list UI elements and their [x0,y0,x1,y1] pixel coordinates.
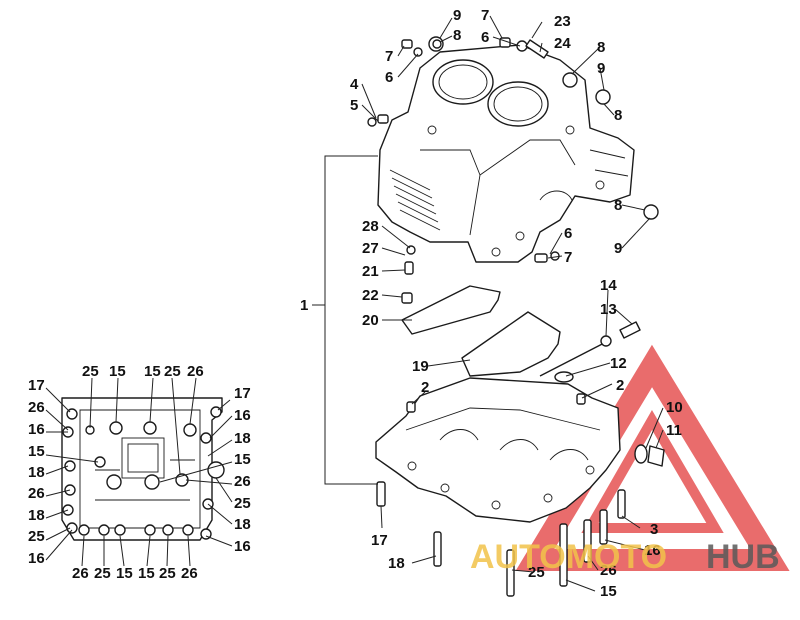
inset-callout: 15 [109,363,126,380]
inset-callout: 18 [28,464,45,481]
inset-callout: 15 [28,443,45,460]
inset-callout: 26 [28,399,45,416]
inset-callout: 17 [234,385,251,402]
callout-23: 23 [554,13,571,30]
inset-callout: 25 [28,528,45,545]
inset-callout: 17 [28,377,45,394]
dipstick [539,321,641,377]
callout-18: 18 [388,555,405,572]
callout-9: 9 [614,240,622,257]
inset-callout: 26 [72,565,89,582]
callout-8: 8 [453,27,461,44]
inset-callout: 26 [28,485,45,502]
callout-8: 8 [614,107,622,124]
inset-callout: 26 [181,565,198,582]
inset-callout: 15 [138,565,155,582]
inset-callout: 16 [28,421,45,438]
watermark-brand-right: HUB [706,538,780,576]
callout-25: 25 [528,564,545,581]
callout-1: 1 [300,297,308,314]
inset-callout: 25 [164,363,181,380]
callout-11: 11 [666,422,682,439]
baffle-plates [401,285,561,377]
callout-27: 27 [362,240,379,257]
callout-12: 12 [610,355,627,372]
callout-21: 21 [362,263,379,280]
callout-14: 14 [600,277,617,294]
callout-7: 7 [385,48,393,65]
callout-9: 9 [453,7,461,24]
callout-6: 6 [564,225,572,242]
bolts [376,481,626,597]
inset-callout: 18 [28,507,45,524]
inset-callout: 15 [234,451,251,468]
callout-3: 3 [650,521,658,538]
inset-callout: 26 [187,363,204,380]
callout-16: 16 [644,542,661,559]
watermark-text: AUTOMOTO HUB [470,538,780,576]
callout-4: 4 [350,76,359,93]
callout-5: 5 [350,97,358,114]
callout-7: 7 [564,249,572,266]
inset-callout: 16 [234,407,251,424]
callout-2: 2 [616,377,624,394]
fittings-upper [367,36,659,304]
watermark-brand-left: AUTOMOTO [470,538,667,576]
callout-8: 8 [614,197,622,214]
callout-17: 17 [371,532,388,549]
callout-6: 6 [385,69,393,86]
inset-callout: 18 [234,430,251,447]
inset-callout: 25 [82,363,99,380]
inset-callout: 15 [116,565,133,582]
inset-bolt-holes [62,406,222,540]
callout-13: 13 [600,301,617,318]
inset-bolt-pattern: 25 15 15 25 26 17 17 26 16 15 18 26 18 2… [28,363,251,582]
callout-22: 22 [362,287,379,304]
callout-24: 24 [554,35,571,52]
callout-8: 8 [597,39,605,56]
inset-callout: 16 [234,538,251,555]
callout-26: 26 [600,562,617,579]
callout-2: 2 [421,379,429,396]
callout-28: 28 [362,218,379,235]
callout-20: 20 [362,312,379,329]
inset-callout: 16 [28,550,45,567]
upper-crankcase [377,44,635,263]
callout-15: 15 [600,583,617,600]
inset-callout: 25 [234,495,251,512]
lower-crankcase [375,371,665,523]
callout-19: 19 [412,358,429,375]
inset-leaders [45,377,233,567]
inset-callout: 26 [234,473,251,490]
callout-9: 9 [597,60,605,77]
assembly-bracket [312,155,378,485]
callout-labels: 1 2 2 3 4 5 6 6 6 7 7 7 8 8 8 8 9 9 9 10… [300,7,683,600]
callout-6: 6 [481,29,489,46]
inset-callout: 18 [234,516,251,533]
callout-7: 7 [481,7,489,24]
inset-callout: 25 [159,565,176,582]
callout-10: 10 [666,399,683,416]
inset-callout: 25 [94,565,111,582]
leader-lines [361,15,664,592]
inset-callout: 15 [144,363,161,380]
